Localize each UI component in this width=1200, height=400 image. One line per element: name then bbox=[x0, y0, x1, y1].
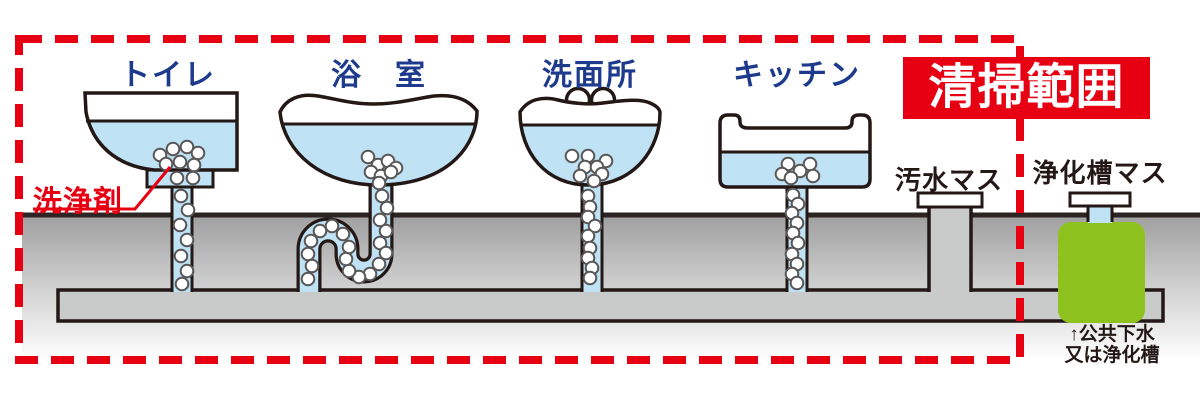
cleaning-range-badge: 清掃範囲 bbox=[903, 57, 1150, 119]
bubble-icon bbox=[303, 233, 319, 249]
toilet-figure bbox=[83, 91, 239, 189]
kitchen-label: キッチン bbox=[733, 59, 861, 92]
toilet-label: トイレ bbox=[120, 59, 216, 92]
main-drain-pipe bbox=[56, 288, 1165, 323]
bubble-icon bbox=[300, 246, 316, 262]
bubble-icon bbox=[300, 271, 316, 287]
bubble-icon bbox=[371, 256, 387, 272]
bubble-icon bbox=[185, 170, 201, 186]
outlet-note: ↑公共下水 又は浄化槽 bbox=[1050, 324, 1174, 366]
septic-tank bbox=[1058, 222, 1145, 323]
ground bbox=[22, 212, 1200, 359]
sewage-basin-cap bbox=[916, 191, 984, 209]
detergent-pointer-line bbox=[33, 166, 172, 211]
bubble-icon bbox=[789, 275, 805, 291]
bubbles-bath bbox=[300, 149, 404, 287]
bubble-icon bbox=[580, 228, 596, 244]
bubble-icon bbox=[179, 139, 195, 155]
bubble-icon bbox=[169, 170, 185, 186]
septic-basin-label: 浄化槽マス bbox=[1032, 158, 1168, 188]
bubble-icon bbox=[186, 157, 202, 173]
bubble-icon bbox=[165, 141, 181, 157]
detergent-label: 洗浄剤 bbox=[33, 186, 124, 218]
bubble-icon bbox=[360, 149, 376, 165]
bubble-icon bbox=[572, 168, 588, 184]
bubble-icon bbox=[179, 232, 195, 248]
bubble-icon bbox=[372, 212, 388, 228]
bubble-icon bbox=[383, 164, 399, 180]
bubbles-washroom bbox=[564, 148, 614, 286]
bubble-icon bbox=[190, 145, 206, 161]
bubble-icon bbox=[582, 270, 598, 286]
bubble-icon bbox=[312, 223, 328, 239]
kitchen-figure bbox=[718, 113, 872, 189]
bubble-icon bbox=[378, 245, 394, 261]
outlet-note-line1: ↑公共下水 bbox=[1069, 324, 1155, 345]
bubble-icon bbox=[379, 200, 395, 216]
bubbles-toilet bbox=[152, 139, 206, 292]
bubble-icon bbox=[783, 170, 799, 186]
bubble-icon bbox=[173, 248, 189, 264]
sewage-basin-shaft bbox=[927, 206, 973, 292]
bubble-icon bbox=[173, 188, 189, 204]
bubble-icon bbox=[174, 276, 190, 292]
bubble-icon bbox=[587, 218, 603, 234]
sewage-basin-label: 汚水マス bbox=[894, 165, 1003, 195]
bubble-icon bbox=[172, 154, 188, 170]
cleaning-range-border bbox=[15, 35, 1024, 364]
bubble-icon bbox=[338, 251, 354, 267]
bubble-icon bbox=[335, 226, 351, 242]
bubble-icon bbox=[341, 239, 357, 255]
washroom-label: 洗面所 bbox=[542, 59, 638, 92]
outlet-note-line2: 又は浄化槽 bbox=[1064, 345, 1160, 366]
bath-label: 浴 室 bbox=[331, 59, 427, 92]
bubble-icon bbox=[304, 258, 320, 274]
septic-basin-cap bbox=[1068, 191, 1132, 223]
bubble-icon bbox=[324, 218, 340, 234]
bubble-icon bbox=[790, 235, 806, 251]
bubble-icon bbox=[564, 148, 580, 164]
bubble-icon bbox=[180, 202, 196, 218]
bubble-icon bbox=[371, 175, 387, 191]
bubble-icon bbox=[341, 263, 357, 279]
bubble-icon bbox=[586, 173, 602, 189]
bubble-icon bbox=[805, 168, 821, 184]
bubbles-kitchen bbox=[774, 156, 821, 291]
bubble-icon bbox=[374, 188, 390, 204]
bubble-icon bbox=[172, 217, 188, 233]
bubble-icon bbox=[378, 223, 394, 239]
bubble-icon bbox=[179, 263, 195, 279]
